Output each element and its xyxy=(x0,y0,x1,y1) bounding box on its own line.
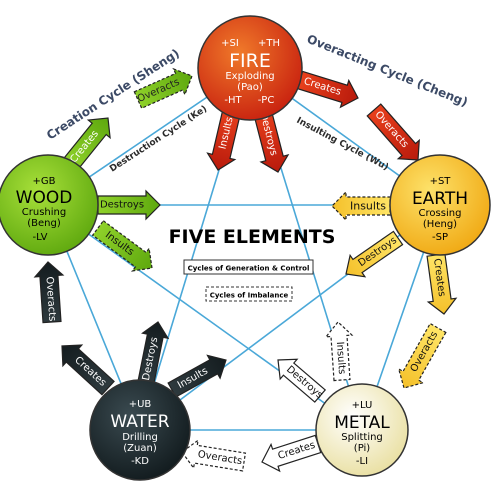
wood-top-meridian: +GB xyxy=(33,176,56,187)
fire-top-right-meridian: +TH xyxy=(258,38,280,49)
wood-pinyin: (Beng) xyxy=(27,218,61,229)
earth-top-meridian: +ST xyxy=(430,176,452,187)
metal-name: METAL xyxy=(334,413,390,433)
wood-creates-arrow-shape xyxy=(62,117,111,172)
wood-destroys-arrow: Destroys xyxy=(97,189,161,221)
wood-action: Crushing xyxy=(22,207,66,218)
earth-pinyin: (Heng) xyxy=(423,219,457,230)
water-overacts-arrow-label: Overacts xyxy=(43,276,57,321)
wood-element[interactable]: +GB WOOD Crushing (Beng) -LV xyxy=(0,154,99,256)
fire-bottom-left-meridian: -HT xyxy=(224,95,242,106)
wood-destroys-arrow-shape xyxy=(97,189,161,221)
metal-overacts-arrow-shape xyxy=(181,439,247,472)
earth-circle xyxy=(389,154,491,256)
water-bottom-meridian: -KD xyxy=(131,456,149,467)
fire-name: FIRE xyxy=(229,50,271,72)
water-pinyin: (Zuan) xyxy=(123,443,157,454)
metal-destroys-arrow-shape xyxy=(277,358,327,403)
water-action: Drilling xyxy=(122,432,158,443)
fire-insults-arrow-shape xyxy=(206,107,242,171)
water-element[interactable]: +UB WATER Drilling (Zuan) -KD xyxy=(89,379,191,481)
water-circle xyxy=(89,379,191,481)
metal-element[interactable]: +LU METAL Splitting (Pi) -LI xyxy=(315,383,409,477)
metal-destroys-arrow-label: Destroys xyxy=(284,364,325,401)
fire-pinyin: (Pao) xyxy=(237,82,263,93)
earth-creates-arrow: Creates xyxy=(426,253,458,315)
water-creates-arrow: Creates xyxy=(61,344,115,396)
fire-bottom-right-meridian: -PC xyxy=(258,95,275,106)
wood-destroys-arrow-label: Destroys xyxy=(100,200,144,211)
water-insults-arrow: Insults xyxy=(167,354,227,398)
water-overacts-arrow-shape xyxy=(33,261,65,324)
water-name: WATER xyxy=(110,412,169,432)
metal-insults-arrow-shape xyxy=(324,321,354,382)
wood-name: WOOD xyxy=(16,188,73,208)
earth-name: EARTH xyxy=(412,189,468,209)
metal-overacts-arrow: Overacts xyxy=(181,439,247,472)
water-insults-arrow-shape xyxy=(167,354,227,398)
legend-solid-box xyxy=(183,259,314,275)
wood-overacts-arrow-shape xyxy=(133,67,193,110)
metal-bottom-meridian: -LI xyxy=(356,456,368,467)
earth-element[interactable]: +ST EARTH Crossing (Heng) -SP xyxy=(389,154,491,256)
wood-bottom-meridian: -LV xyxy=(33,232,48,243)
earth-creates-arrow-label: Creates xyxy=(431,258,447,298)
earth-insults-arrow-label: Insults xyxy=(350,200,386,213)
earth-insults-arrow: Insults xyxy=(331,190,391,222)
fire-element[interactable]: +SI +TH FIRE Exploding (Pao) -HT -PC xyxy=(197,15,303,121)
fire-circle xyxy=(197,15,303,121)
metal-insults-arrow: Insults xyxy=(324,321,354,382)
earth-overacts-arrow: Overacts xyxy=(397,322,447,389)
metal-action: Splitting xyxy=(341,432,383,443)
fire-action: Exploding xyxy=(225,71,274,82)
fire-overacts-arrow-shape xyxy=(366,103,420,161)
fire-creates-arrow-shape xyxy=(296,70,359,109)
wood-insults-arrow: Insults xyxy=(91,219,153,272)
metal-top-meridian: +LU xyxy=(352,400,373,411)
legend-solid-label: Cycles of Generation & Control xyxy=(188,265,310,273)
earth-bottom-meridian: -SP xyxy=(432,232,448,243)
legend-dashed-label: Cycles of Imbalance xyxy=(210,292,289,300)
fire-insults-arrow: Insults xyxy=(206,107,242,171)
earth-overacts-arrow-shape xyxy=(397,322,447,389)
metal-insults-arrow-label: Insults xyxy=(334,341,347,374)
metal-creates-arrow: Creates xyxy=(261,434,322,473)
metal-creates-arrow-shape xyxy=(261,434,322,473)
legend-dashed-box xyxy=(205,286,293,302)
diagram-title: FIVE ELEMENTS xyxy=(169,226,336,248)
fire-creates-arrow: Creates xyxy=(296,70,359,109)
fire-top-left-meridian: +SI xyxy=(221,38,239,49)
metal-destroys-arrow: Destroys xyxy=(277,358,327,403)
earth-destroys-arrow-shape xyxy=(345,230,404,278)
water-overacts-arrow: Overacts xyxy=(33,261,65,324)
water-creates-arrow-shape xyxy=(61,344,115,396)
metal-circle xyxy=(315,383,409,477)
water-destroys-arrow: Destroys xyxy=(137,321,170,385)
destruction-cycle-label: Destruction Cycle (Ke) xyxy=(108,104,209,174)
metal-pinyin: (Pi) xyxy=(354,443,370,454)
earth-destroys-arrow: Destroys xyxy=(345,230,404,278)
wood-circle xyxy=(0,154,99,256)
water-destroys-arrow-shape xyxy=(137,321,170,385)
earth-action: Crossing xyxy=(419,208,462,219)
wood-insults-arrow-shape xyxy=(91,219,153,272)
earth-insults-arrow-shape xyxy=(331,190,391,222)
earth-creates-arrow-shape xyxy=(426,253,458,315)
fire-destroys-arrow: Destroys xyxy=(252,107,290,173)
water-top-meridian: +UB xyxy=(129,399,152,410)
